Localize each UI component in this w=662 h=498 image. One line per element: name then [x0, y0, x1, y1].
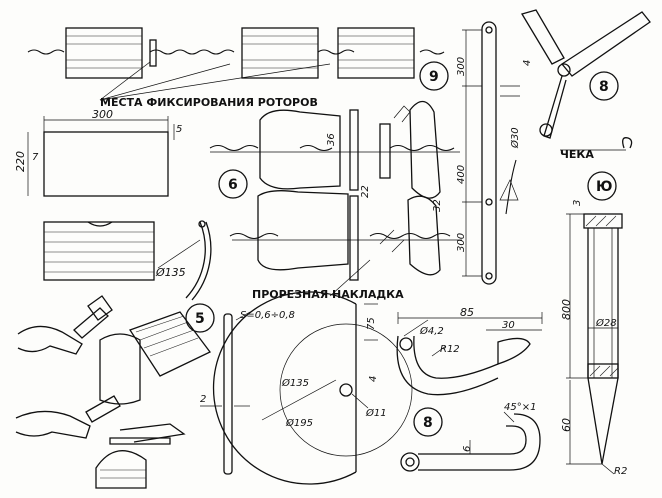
dim-195-disk: Ø195 — [285, 417, 313, 429]
figure-5-bending-illustration: 5 — [15, 295, 215, 489]
dim-220-blank: 220 — [14, 151, 27, 172]
dim-3: 3 — [572, 200, 583, 206]
figure-8-hooks: 85 30 Ø4,2 R12 8 6 45°×1 — [396, 306, 543, 472]
dim-4-2: Ø4,2 — [419, 325, 444, 337]
figure-10-number: Ю — [596, 179, 612, 195]
figure-8-number-top: 8 — [599, 79, 609, 95]
dim-5-blank: 5 — [176, 124, 182, 135]
figure-6-number: 6 — [228, 177, 238, 193]
dim-400: 400 — [456, 165, 467, 184]
dim-800: 800 — [560, 299, 573, 320]
dim-6: 6 — [462, 446, 473, 452]
dim-32: 32 — [432, 199, 443, 212]
dim-75: 75 — [366, 317, 377, 330]
dim-60: 60 — [560, 418, 573, 432]
dim-chamfer: 45°×1 — [504, 402, 536, 413]
figure-8-number-bottom: 8 — [423, 415, 433, 431]
figure-8-hinge: 8 ЧЕКА — [521, 9, 651, 161]
dim-r2: R2 — [614, 466, 627, 477]
rotor-blank: 300 5 220 7 — [14, 108, 182, 197]
overlay-label: ПРОРЕЗНАЯ НАКЛАДКА — [252, 288, 404, 301]
dim-300-v1: 300 — [456, 57, 467, 76]
figure-5-number: 5 — [195, 311, 205, 327]
rotor-chain-assembly: МЕСТА ФИКСИРОВАНИЯ РОТОРОВ — [27, 27, 445, 109]
dim-36: 36 — [326, 133, 337, 146]
dim-300-blank: 300 — [92, 108, 113, 121]
dim-7-blank: 7 — [32, 152, 39, 163]
figure-6-section: 36 22 32 6 ПРОРЕЗНАЯ НАКЛАДКА — [209, 100, 462, 301]
dim-4-post: 4 — [522, 60, 533, 66]
dim-85: 85 — [460, 306, 474, 319]
dim-135-disk: Ø135 — [281, 377, 309, 389]
dim-30-hook: 30 — [502, 320, 515, 331]
figure-9-post: 9 300 400 300 Ø30 4 — [419, 21, 533, 285]
dim-11-disk: Ø11 — [365, 407, 387, 419]
dim-135-arc: Ø135 — [155, 266, 186, 279]
pin-label: ЧЕКА — [560, 148, 594, 161]
overlay-disk: S=0,6÷0,8 2 Ø135 Ø195 Ø11 75 4 — [200, 291, 413, 485]
dim-r12: R12 — [440, 344, 460, 355]
dim-300-v2: 300 — [456, 233, 467, 252]
rotor-rolled: Ø135 — [43, 220, 212, 301]
dim-2: 2 — [200, 394, 206, 405]
dim-28: Ø28 — [595, 317, 617, 329]
dim-22: 22 — [360, 185, 371, 198]
dim-thickness: S=0,6÷0,8 — [240, 310, 295, 321]
figure-10-spike: Ю 800 60 3 Ø28 R2 — [560, 171, 627, 477]
dim-30-circle: Ø30 — [509, 127, 521, 149]
figure-9-number: 9 — [429, 69, 439, 85]
rotor-fix-label: МЕСТА ФИКСИРОВАНИЯ РОТОРОВ — [100, 96, 318, 109]
dim-4-disk: 4 — [368, 376, 379, 382]
